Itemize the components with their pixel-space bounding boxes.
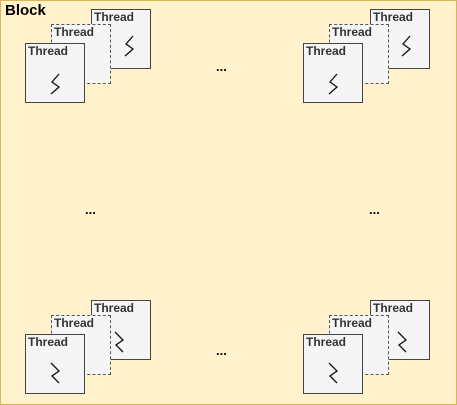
thread-label: Thread xyxy=(94,10,135,24)
thread-label: Thread xyxy=(373,301,414,315)
thread-squiggle-icon xyxy=(328,362,339,384)
thread-label: Thread xyxy=(332,25,373,39)
thread-front: Thread xyxy=(303,43,363,103)
thread-squiggle-icon xyxy=(124,35,135,57)
ellipsis-right: ... xyxy=(369,202,380,217)
thread-front: Thread xyxy=(25,334,85,394)
thread-squiggle-icon xyxy=(50,362,61,384)
thread-label: Thread xyxy=(94,301,135,315)
thread-squiggle-icon xyxy=(114,331,125,353)
thread-squiggle-icon xyxy=(50,73,61,95)
thread-label: Thread xyxy=(332,316,373,330)
thread-front: Thread xyxy=(25,43,85,103)
thread-label: Thread xyxy=(28,44,69,58)
ellipsis-bottom: ... xyxy=(216,343,227,358)
thread-squiggle-icon xyxy=(328,73,339,95)
thread-front: Thread xyxy=(303,334,363,394)
ellipsis-top: ... xyxy=(216,59,227,74)
thread-label: Thread xyxy=(306,44,347,58)
thread-label: Thread xyxy=(306,335,347,349)
thread-label: Thread xyxy=(373,10,414,24)
thread-label: Thread xyxy=(54,25,95,39)
thread-label: Thread xyxy=(54,316,95,330)
thread-squiggle-icon xyxy=(401,35,412,57)
ellipsis-left: ... xyxy=(85,202,96,217)
thread-squiggle-icon xyxy=(397,331,408,353)
block-title: Block xyxy=(5,2,46,19)
thread-label: Thread xyxy=(28,335,69,349)
